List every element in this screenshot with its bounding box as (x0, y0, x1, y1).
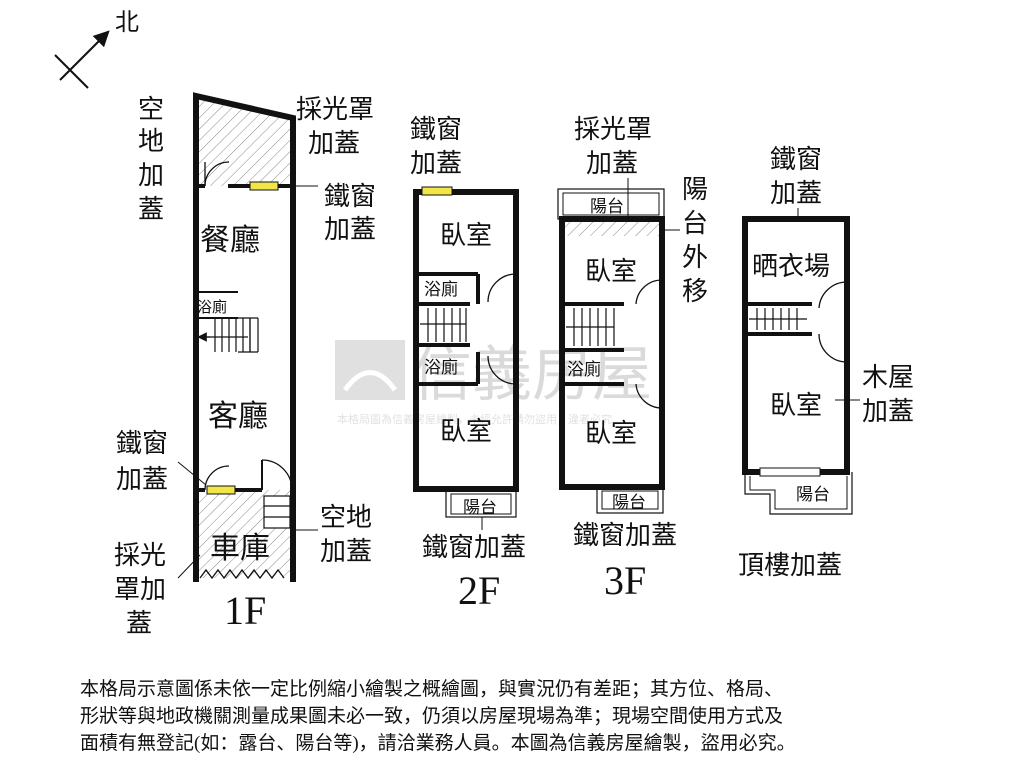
floor-label-2f: 2F (458, 568, 500, 613)
watermark-brand: 信義房屋 (412, 341, 652, 408)
note-vacant-land-4: 蓋 (138, 195, 164, 224)
note-vacant-bottom-2: 加蓋 (320, 537, 372, 566)
note-balcony-moved-3: 外 (682, 243, 708, 272)
note-skylight-2: 加蓋 (308, 129, 360, 158)
2f-balcony (445, 488, 517, 518)
note-vacant-land-1: 空 (138, 95, 164, 124)
floor-3f: 陽台 陽台 臥室 浴廁 臥室 採光罩 加蓋 陽 台 外 移 鐵窗加蓋 3F (557, 115, 708, 603)
floor-label-3f: 3F (604, 558, 646, 603)
room-bedroom-bottom: 臥室 (440, 417, 492, 446)
note-balcony-moved-2: 台 (682, 209, 708, 238)
iron-window-icon (249, 181, 279, 191)
floor-label-roof: 頂樓加蓋 (738, 551, 842, 580)
watermark: 信義房屋 本格局圖為信義房屋繪製，未經允許請勿盜用，違者必究 (335, 340, 652, 426)
note-balcony-moved-1: 陽 (682, 175, 708, 204)
door-swing-icon (487, 355, 517, 385)
note-skylight-1: 採光罩 (296, 95, 374, 124)
note-iron-window-1: 鐵窗 (770, 145, 822, 174)
note-iron-window-bottom: 鐵窗加蓋 (422, 533, 526, 562)
door-swing-icon (818, 281, 848, 309)
garage-door-icon (199, 568, 285, 580)
note-iron-window-1: 鐵窗 (410, 115, 462, 144)
iron-window-icon (421, 186, 453, 196)
door-swing-icon (261, 459, 293, 491)
door-swing-icon (818, 333, 848, 363)
disclaimer-line-1: 本格局示意圖係未依一定比例縮小繪製之概繪圖，與實況仍有差距；其方位、格局、 (80, 679, 784, 700)
note-skylight-2: 加蓋 (586, 149, 638, 178)
floor-1f: 餐廳 浴廁 客廳 車庫 空 地 加 蓋 採光罩 加蓋 鐵窗 加蓋 鐵窗 加蓋 空… (114, 92, 376, 638)
note-iron-window-right-1: 鐵窗 (324, 182, 376, 211)
note-wooden-house-1: 木屋 (862, 363, 914, 392)
note-wooden-house-2: 加蓋 (862, 397, 914, 426)
note-skylight-1: 採光罩 (574, 115, 652, 144)
room-bedroom-top: 臥室 (440, 221, 492, 250)
room-garage: 車庫 (210, 532, 270, 565)
compass-cross-icon (54, 54, 89, 89)
entry-steps-icon (263, 495, 291, 529)
room-bedroom-bottom: 臥室 (585, 419, 637, 448)
door-swing-icon (204, 465, 230, 491)
room-living: 客廳 (208, 400, 268, 433)
room-balcony: 陽台 (463, 498, 497, 517)
1f-outer-wall (193, 92, 296, 582)
room-balcony-bottom: 陽台 (612, 493, 646, 512)
north-label: 北 (115, 9, 139, 36)
note-iron-window-bottom: 鐵窗加蓋 (573, 521, 677, 550)
room-bath: 浴廁 (567, 359, 601, 379)
room-bedroom: 臥室 (770, 391, 822, 420)
note-iron-window-right-2: 加蓋 (324, 215, 376, 244)
3f-bottom-balcony (596, 486, 664, 514)
floor-2f: 陽台 臥室 浴廁 浴廁 臥室 鐵窗 加蓋 鐵窗加蓋 2F (410, 115, 526, 613)
floor-roof: 陽台 晒衣場 臥室 鐵窗 加蓋 木屋 加蓋 頂樓加蓋 (738, 145, 914, 580)
note-vacant-land-3: 加 (138, 161, 164, 190)
note-iron-window-left-2: 加蓋 (116, 465, 168, 494)
door-swing-icon (487, 273, 517, 303)
note-iron-window-2: 加蓋 (770, 179, 822, 208)
room-balcony-top: 陽台 (590, 197, 624, 216)
disclaimer: 本格局示意圖係未依一定比例縮小繪製之概繪圖，與實況仍有差距；其方位、格局、 形狀… (80, 676, 980, 757)
note-balcony-moved-4: 移 (682, 277, 708, 306)
north-arrow-icon (59, 30, 110, 81)
door-swing-icon (635, 383, 663, 409)
stairs-icon (420, 308, 467, 342)
room-laundry: 晒衣場 (752, 252, 830, 281)
door-swing-icon (635, 279, 663, 305)
stairs-icon (197, 317, 259, 353)
room-bath: 浴廁 (197, 298, 227, 316)
note-iron-window-2: 加蓋 (410, 149, 462, 178)
stairs-icon (566, 308, 615, 346)
room-balcony: 陽台 (796, 485, 830, 504)
note-skylight-bottom-3: 蓋 (126, 609, 152, 638)
compass: 北 (54, 9, 139, 89)
note-skylight-bottom-2: 罩加 (114, 575, 166, 604)
note-vacant-bottom-1: 空地 (320, 503, 372, 532)
roof-balcony (744, 472, 853, 515)
note-skylight-bottom-1: 採光 (114, 541, 166, 570)
room-bedroom-top: 臥室 (585, 257, 637, 286)
floor-label-1f: 1F (224, 588, 266, 633)
balcony-moved-area (562, 222, 662, 236)
note-vacant-land-2: 地 (138, 127, 164, 156)
disclaimer-line-3: 面積有無登記(如：露台、陽台等)，請洽業務人員。本圖為信義房屋繪製，盜用必究。 (80, 733, 796, 754)
stairs-icon (749, 308, 807, 330)
room-bath2: 浴廁 (424, 357, 458, 377)
note-iron-window-left-1: 鐵窗 (116, 429, 168, 458)
disclaimer-line-2: 形狀等與地政機關測量成果圖未必一致，仍須以房屋現場為準；現場空間使用方式及 (80, 706, 784, 727)
watermark-subtitle: 本格局圖為信義房屋繪製，未經允許請勿盜用，違者必究 (337, 412, 612, 426)
iron-window-icon (206, 485, 236, 495)
room-dining: 餐廳 (200, 224, 260, 257)
room-bath1: 浴廁 (424, 279, 458, 299)
